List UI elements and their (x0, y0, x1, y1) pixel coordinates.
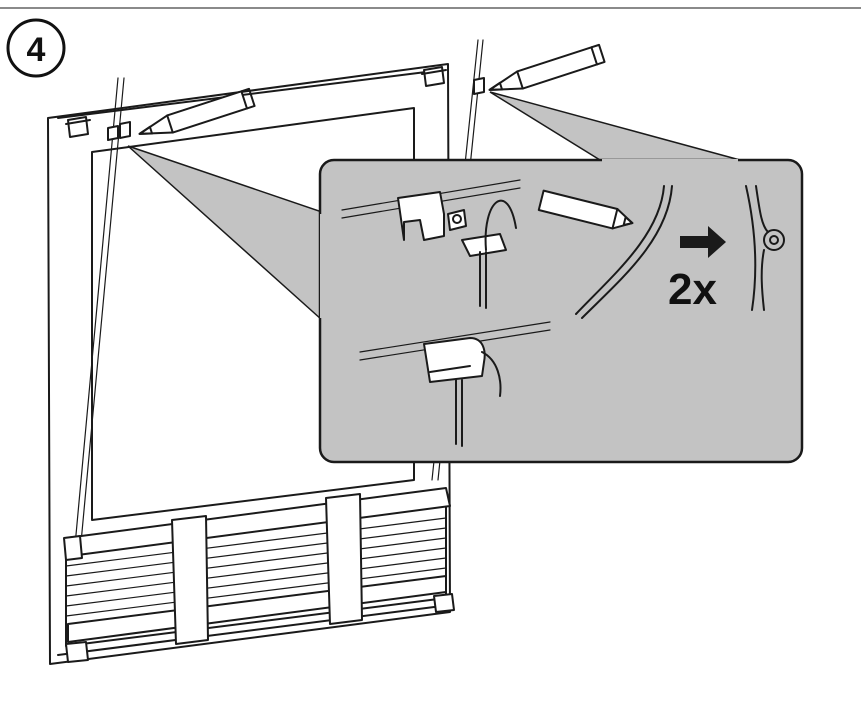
repeat-count: 2x (668, 265, 717, 314)
step-badge-circle (6, 18, 66, 78)
bottom-clip-left (65, 641, 89, 663)
pencil-icon (537, 189, 634, 230)
cord-clip-right (473, 77, 485, 95)
packaging-strap-right (325, 493, 363, 625)
arrow-right-icon (680, 226, 726, 258)
shade-end-left (63, 535, 83, 561)
shade-pleats (65, 517, 447, 637)
pencil-icon (488, 43, 606, 91)
cord-detail (575, 185, 673, 319)
step-number: 4 (27, 31, 46, 69)
bracket-right (421, 66, 447, 87)
step-badge: 4 (6, 18, 66, 78)
bottom-clip-right (433, 593, 455, 613)
pleated-shade (63, 487, 455, 663)
packaging-strap-left (171, 515, 209, 645)
detail-callout: 2x (318, 158, 804, 464)
detail-clip-cap (359, 321, 551, 447)
detail-clip-bracket (341, 179, 521, 309)
bracket-left (65, 116, 91, 138)
pencil-icon (138, 87, 256, 135)
cord-clip-left (107, 121, 131, 141)
callout-pointer-right (489, 91, 741, 161)
cord-knot-icon (745, 185, 785, 311)
